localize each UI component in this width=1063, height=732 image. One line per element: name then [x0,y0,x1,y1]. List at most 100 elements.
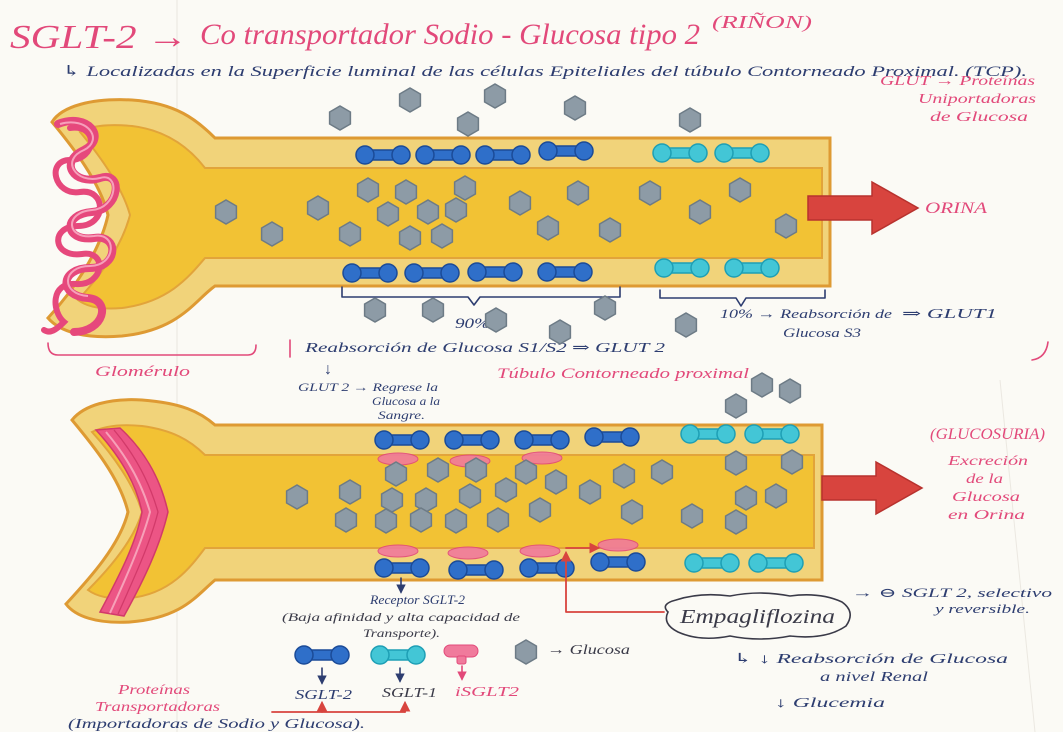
glucose-molecule [496,478,517,502]
glucose-molecule [676,313,697,337]
down-arrow-icon: ↓ [324,361,332,378]
s1s2-reabsorption: Reabsorción de Glucosa S1/S2 ⇒ GLUT 2 [303,341,665,356]
sglt1-transporter-cap [681,425,699,443]
glucose-molecule [216,200,237,224]
drug-effect-line: y reversible. [932,601,1030,616]
sglt2-transporter-cap [485,561,503,579]
glucose-molecule [386,462,407,486]
sglt2-transporter-cap [556,559,574,577]
glucose-molecule [595,296,616,320]
sglt1-transporter-cap [655,259,673,277]
glucose-molecule [565,96,586,120]
glucose-molecule [400,226,421,250]
glucose-molecule [510,191,531,215]
glucose-molecule [396,180,417,204]
glucosuria-label: (GLUCOSURIA) [930,426,1045,443]
glucose-molecule [330,106,351,130]
consequence-line: ↳ ↓ Reabsorción de Glucosa [733,652,1008,667]
sglt1-transporter-cap [761,259,779,277]
glucose-molecule [308,196,329,220]
s3-reabsorption-line: Glucosa S3 [783,325,862,340]
sglt2-transporter-cap [441,264,459,282]
glucose-molecule [600,218,621,242]
sglt2-transporter-cap [551,431,569,449]
sglt2-transporter-cap [575,142,593,160]
glucose-molecule [423,298,444,322]
sglt2-transporter-cap [343,264,361,282]
glucose-molecule [400,88,421,112]
glucose-molecule [568,181,589,205]
glucose-molecule [726,510,747,534]
sglt1-transporter-cap [721,554,739,572]
sglt2-transporter-cap [356,146,374,164]
glucose-molecule [358,178,379,202]
glomerulus-label: Glomérulo [95,364,191,380]
sglt2-transporter-cap [627,553,645,571]
glucose-molecule [411,508,432,532]
legend-label-sglt1: SGLT-1 [382,686,437,701]
glucose-molecule [752,373,773,397]
glucosuria-line: de la [966,472,1003,487]
group-title-line: Proteínas [117,683,191,698]
sglt2-transporter-cap [538,263,556,281]
glucose-molecule [418,200,439,224]
glucose-molecule [640,181,661,205]
group-note: (Importadoras de Sodio y Glucosa). [68,717,365,732]
title-organ: (RIÑON) [712,12,812,33]
receptor-note-line: Receptor SGLT-2 [369,592,466,607]
group-title-line: Transportadoras [95,700,221,715]
glucose-molecule [538,216,559,240]
consequence-line: a nivel Renal [820,670,928,685]
glucose-molecule [486,308,507,332]
glut-note-line: de Glucosa [930,110,1028,125]
glucose-molecule [262,222,283,246]
page-title: Co transportador Sodio - Glucosa tipo 2 [200,18,700,51]
legend-label-glucose: → Glucosa [547,643,630,658]
glut-note-line: Uniportadoras [918,92,1037,107]
sglt2-transporter-cap [512,146,530,164]
sglt1-transporter-icon-cap [407,646,425,664]
glucose-molecule [378,202,399,226]
sglt2-transporter-cap [476,146,494,164]
inhibitor-stem [457,656,466,664]
glucose-molecule [432,224,453,248]
sglt1-transporter-cap [745,425,763,443]
glucose-molecule [652,460,673,484]
glucose-molecule [340,222,361,246]
sglt2-inhibitor [448,547,488,559]
sglt2-inhibitor [378,545,418,557]
consequence-line: ↓ Glucemia [775,696,885,711]
glut2-note-line: GLUT 2 → Regrese la [298,380,438,394]
glucose-molecule [460,484,481,508]
sglt2-transporter-icon-cap [331,646,349,664]
sglt2-transporter-cap [621,428,639,446]
glucose-molecule [446,198,467,222]
sglt1-transporter-cap [685,554,703,572]
sglt2-transporter-cap [392,146,410,164]
sglt2-transporter-cap [411,431,429,449]
glucose-molecule [726,394,747,418]
sglt1-transporter-cap [749,554,767,572]
glucose-molecule [726,451,747,475]
glucose-molecule [580,480,601,504]
glucose-molecule [782,450,803,474]
legend-label-sglt2: SGLT-2 [295,688,352,703]
sglt2-transporter-cap [591,553,609,571]
title-prefix: SGLT-2 → [10,19,188,56]
glucose-molecule [680,108,701,132]
sglt2-transporter-cap [445,431,463,449]
glucose-molecule [516,460,537,484]
sglt2-transporter-cap [416,146,434,164]
glucose-molecule [730,178,751,202]
sglt2-transporter-cap [449,561,467,579]
sglt2-inhibitor [520,545,560,557]
glucose-molecule [466,458,487,482]
sglt2-transporter-cap [539,142,557,160]
sglt1-transporter-cap [785,554,803,572]
sglt2-transporter-cap [375,559,393,577]
sglt2-transporter-cap [379,264,397,282]
sglt1-transporter-icon-cap [371,646,389,664]
glucose-hexagon-icon [516,640,537,664]
sglt1-transporter-cap [751,144,769,162]
